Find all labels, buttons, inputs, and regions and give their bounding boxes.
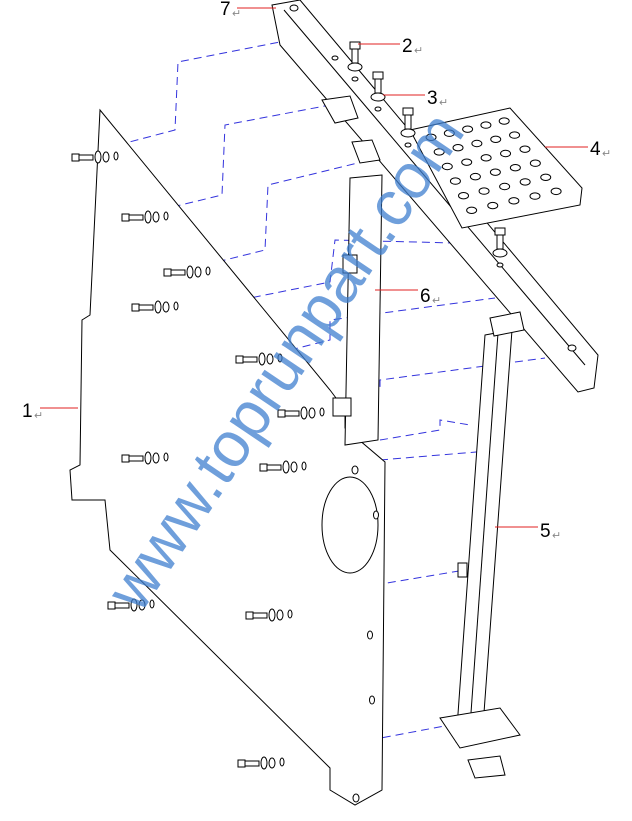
plate-hole [499, 182, 511, 191]
plate-hole [458, 192, 470, 200]
callout-4: 4 [590, 139, 601, 160]
callout-labels: 7 ↵ 2 ↵ 3 ↵ 4 ↵ 6 ↵ 1 ↵ 5 ↵ [22, 0, 611, 542]
callout-7: 7 [220, 0, 231, 20]
plate-hole [471, 139, 483, 148]
plate-hole [489, 168, 501, 176]
plate-hole [461, 158, 473, 166]
bolt-icon [121, 451, 169, 465]
plate-hole [550, 187, 562, 196]
bolt-icon [237, 756, 285, 770]
part-5-support-column [439, 311, 525, 779]
vertical-bolt-icon [370, 71, 386, 112]
plate-hole [478, 187, 490, 195]
plate-hole [462, 125, 474, 133]
plate-hole [452, 144, 464, 152]
return-mark: ↵ [439, 97, 448, 109]
plate-hole [443, 129, 455, 137]
plate-hole [487, 201, 499, 210]
return-mark: ↵ [232, 8, 241, 20]
plate-hole [519, 178, 531, 186]
bolt-icon [259, 460, 307, 474]
plate-hole [441, 162, 453, 171]
plate-hole [509, 164, 521, 172]
fastener-bolts [71, 41, 508, 770]
bolt-icon [235, 352, 283, 366]
callout-1: 1 [22, 401, 33, 422]
plate-hole [480, 154, 492, 162]
plate-hole [540, 173, 552, 182]
bolt-icon [245, 608, 293, 622]
bolt-icon [107, 598, 155, 612]
plate-hole [466, 206, 478, 215]
part-1-panel [69, 108, 386, 806]
plate-hole [490, 135, 502, 144]
step-plate-holes [425, 117, 562, 215]
plate-hole [500, 149, 512, 158]
bolt-icon [71, 150, 119, 164]
callout-6: 6 [420, 286, 431, 307]
return-mark: ↵ [34, 410, 43, 422]
plate-hole [449, 177, 461, 185]
plate-hole [529, 159, 541, 167]
vertical-bolt-icon [492, 227, 508, 268]
callout-5: 5 [540, 521, 551, 542]
bolt-icon [277, 406, 325, 420]
plate-hole [469, 172, 481, 181]
plate-hole [529, 192, 541, 200]
leader-lines [40, 7, 588, 528]
vertical-bolt-icon [347, 41, 363, 82]
plate-hole [509, 131, 521, 139]
bolt-icon [131, 300, 179, 314]
plate-hole [480, 121, 492, 129]
callout-2: 2 [402, 36, 413, 57]
plate-hole [433, 148, 445, 156]
return-mark: ↵ [602, 148, 611, 160]
bolt-icon [163, 265, 211, 279]
return-mark: ↵ [414, 45, 423, 57]
bolt-icon [121, 210, 169, 224]
callout-3: 3 [427, 88, 438, 109]
part-7-rail-beam [271, 0, 599, 393]
return-mark: ↵ [432, 295, 441, 307]
vertical-bolt-icon [400, 107, 416, 148]
plate-hole [519, 145, 531, 153]
part-4-step-plate [409, 107, 583, 229]
plate-hole [498, 117, 510, 125]
plate-hole [508, 197, 520, 205]
part-6-vertical-bracket [332, 174, 383, 446]
plate-hole [425, 133, 437, 142]
return-mark: ↵ [552, 530, 561, 542]
